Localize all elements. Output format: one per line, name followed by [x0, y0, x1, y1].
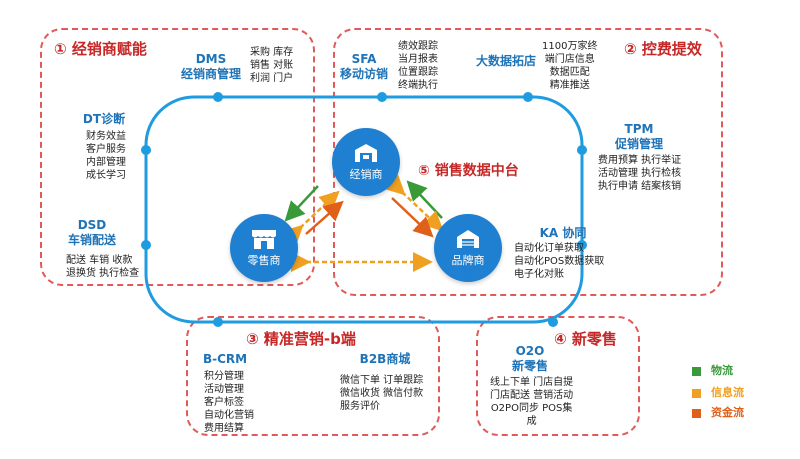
arrow-logistics-dealer-retail: [284, 185, 319, 222]
legend-label-logistics: 物流: [711, 364, 733, 377]
zone-dealer-enablement: [40, 28, 315, 286]
shop-icon: [252, 230, 276, 249]
warehouse-icon: [355, 144, 377, 162]
node-retail-label: 零售商: [247, 254, 281, 267]
connector-dots: [141, 92, 587, 327]
arrow-info-dealer-retail: [282, 190, 340, 246]
zone-precision-marketing: [186, 316, 440, 436]
legend-logistics: 物流: [692, 362, 733, 378]
module-items-dsd: 配送 车销 收款退换货 执行检查: [66, 255, 140, 279]
node-brand-label: 品牌商: [451, 254, 485, 267]
legend-label-info: 信息流: [711, 386, 744, 399]
module-items-bigdata: 1100万家终端门店信息数据匹配精准推送: [542, 41, 598, 91]
node-dealer-label: 经销商: [349, 168, 383, 181]
legend-label-funds: 资金流: [711, 406, 744, 419]
module-items-dms: 采购 库存销售 对账利润 门户: [250, 47, 294, 84]
module-title-dt: DT诊断: [82, 112, 126, 126]
legend-swatch-logistics: [692, 366, 701, 376]
module-items-ka: 自动化订单获取自动化POS数据获取电子化对账: [514, 243, 605, 280]
legend-funds: 资金流: [692, 404, 744, 420]
center-platform-title: ⑤ 销售数据中台: [418, 163, 519, 179]
node-dealer: 经销商: [332, 128, 400, 196]
legend-swatch-info: [692, 388, 701, 398]
module-title-ka: KA 协同: [539, 226, 587, 240]
module-title-bcrm: B-CRM: [202, 352, 248, 366]
module-items-dt: 财务效益客户服务内部管理成长学习: [86, 131, 126, 181]
module-items-tpm: 费用预算 执行举证活动管理 执行检核执行申请 结案核销: [598, 155, 682, 192]
zone-title-cost-efficiency: ② 控费提效: [624, 40, 702, 58]
module-items-bcrm: 积分管理活动管理客户标签自动化营销费用结算: [204, 371, 254, 434]
platform-border: [144, 95, 584, 324]
module-items-sfa: 绩效跟踪当月报表位置跟踪终端执行: [398, 41, 438, 91]
factory-icon: [457, 230, 479, 248]
legend-swatch-funds: [692, 408, 701, 418]
module-title-bigdata: 大数据拓店: [475, 54, 536, 68]
zone-title-new-retail: ④ 新零售: [554, 330, 617, 348]
arrow-funds-retail-dealer: [305, 200, 344, 235]
arrow-info-dealer-brand: [384, 174, 444, 232]
module-items-b2b: 微信下单 订单跟踪微信收货 微信付款服务评价: [340, 375, 424, 412]
legend-info: 信息流: [692, 384, 744, 400]
zone-title-precision-marketing: ③ 精准营销-b端: [246, 330, 356, 348]
module-title-b2b: B2B商城: [359, 352, 411, 366]
arrow-funds-dealer-brand: [391, 197, 434, 238]
zone-title-dealer-enablement: ① 经销商赋能: [54, 40, 147, 58]
node-brand: 品牌商: [434, 214, 502, 282]
arrow-logistics-brand-dealer: [406, 180, 443, 219]
node-retail: 零售商: [230, 214, 298, 282]
